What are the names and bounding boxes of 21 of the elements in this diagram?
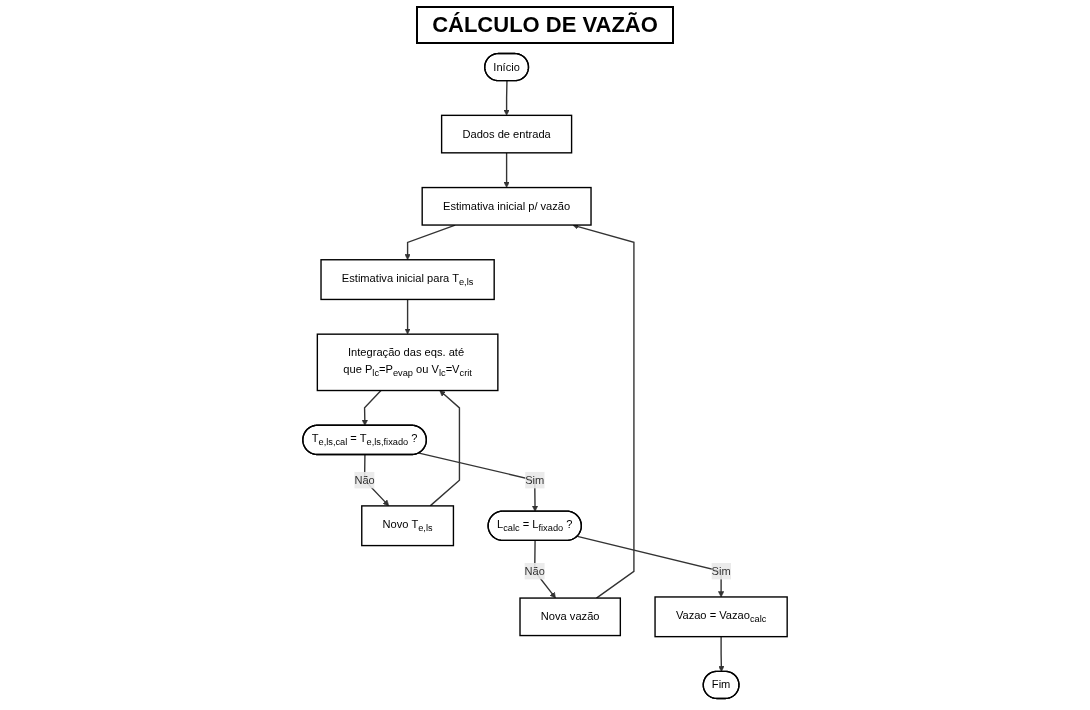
arrow <box>576 535 725 598</box>
node-box: Vazao = Vazao$_{calc}$ <box>654 596 788 638</box>
edge-label: Sim <box>525 473 545 486</box>
edge-label: Não <box>524 565 545 577</box>
arrow <box>429 390 461 507</box>
node-box: Nova vazão <box>519 597 622 637</box>
title: CÁLCULO DE VAZÃO <box>416 6 674 44</box>
arrow <box>503 152 510 188</box>
arrow <box>718 635 725 672</box>
arrow <box>503 80 510 116</box>
edge-label: Não <box>354 473 375 486</box>
arrow <box>361 389 382 426</box>
node-box: Dados de entrada <box>440 114 573 154</box>
node-box: Integração das eqs. até que P$_{lc}$=P$_{evap}$ ou V$_{lc}$=V$_{crit}$ <box>316 333 499 392</box>
edge-label: Sim <box>711 565 731 577</box>
arrow <box>418 452 539 512</box>
node-box: Estimativa inicial p/ vazão <box>421 186 592 226</box>
arrow <box>404 298 411 335</box>
arrow <box>534 540 556 599</box>
node-box: Estimativa inicial para T$_{e,ls}$ <box>320 259 495 301</box>
node-box: Novo T$_{e,ls}$ <box>361 505 455 547</box>
